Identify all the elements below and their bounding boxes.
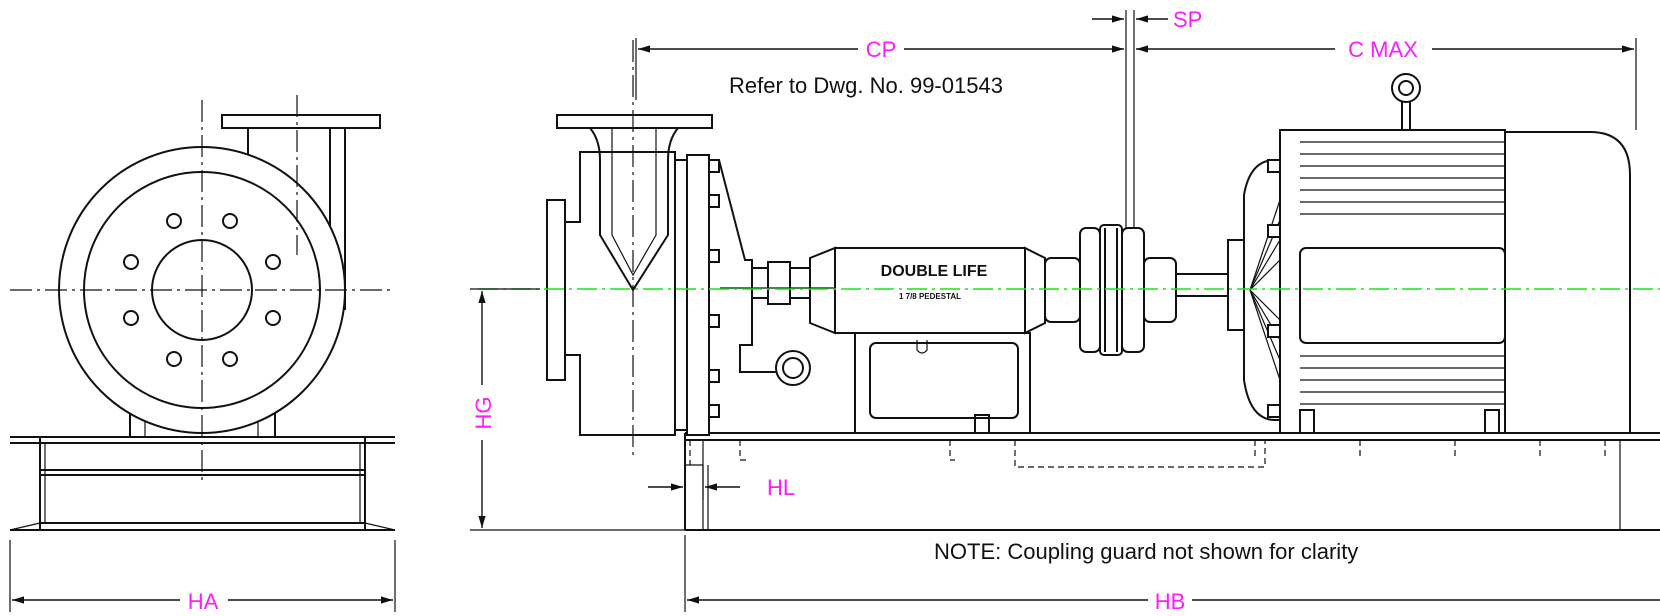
flange-bolts xyxy=(708,159,720,418)
adapter-window xyxy=(775,350,811,386)
bolt-hole xyxy=(265,254,281,270)
pedestal-name: DOUBLE LIFE xyxy=(881,263,988,280)
bolt-hole xyxy=(265,310,281,326)
dimension-hl: HL xyxy=(648,440,795,500)
coupling xyxy=(1044,224,1177,356)
coupling-hub-right xyxy=(1121,227,1145,353)
suction-flange-side xyxy=(546,199,566,381)
motor-fan-cover xyxy=(1243,159,1281,421)
bolt-holes xyxy=(123,213,281,367)
dimension-ha: HA xyxy=(9,540,396,614)
coupling-spacer xyxy=(1099,224,1123,356)
hb-label: HB xyxy=(1155,589,1186,614)
bolt-hole xyxy=(123,310,139,326)
end-view-base xyxy=(9,436,396,531)
adapter-flange xyxy=(686,154,710,436)
ha-label: HA xyxy=(188,589,219,614)
motor-conduit-box xyxy=(1299,247,1506,344)
baseplate xyxy=(684,432,1660,531)
cp-label: CP xyxy=(866,37,897,62)
coupling-note: NOTE: Coupling guard not shown for clari… xyxy=(934,539,1358,564)
bolt-hole xyxy=(166,351,182,367)
lifting-eye xyxy=(1391,73,1421,130)
hl-label: HL xyxy=(767,475,795,500)
pedestal-size: 1 7/8 PEDESTAL xyxy=(899,292,961,301)
discharge-flange xyxy=(556,114,713,129)
reference-note: Refer to Dwg. No. 99-01543 xyxy=(729,73,1003,98)
bolt-hole xyxy=(123,254,139,270)
motor-cooling-fins xyxy=(1300,141,1505,405)
dimension-c-max: C MAX xyxy=(1136,37,1637,130)
seal-housing xyxy=(720,261,835,305)
fan-cover-slots xyxy=(1249,199,1281,381)
dimension-hg: HG xyxy=(470,288,685,531)
dimension-cp: CP xyxy=(635,37,1124,100)
sp-label: SP xyxy=(1173,7,1202,32)
bolt-hole xyxy=(222,351,238,367)
dimension-sp: SP xyxy=(1092,7,1202,228)
bolt-hole xyxy=(222,213,238,229)
motor xyxy=(1175,73,1631,434)
end-view: HA xyxy=(9,95,396,614)
bearing-pedestal: DOUBLE LIFE 1 7/8 PEDESTAL xyxy=(809,246,1046,434)
pedestal-stand xyxy=(854,332,1031,434)
pedestal-housing xyxy=(834,247,1026,334)
bolt-hole xyxy=(166,213,182,229)
motor-shaft xyxy=(1175,273,1229,297)
pump-casing xyxy=(546,114,811,436)
dimension-hb: HB xyxy=(684,535,1660,614)
side-view: DOUBLE LIFE 1 7/8 PEDESTAL xyxy=(470,7,1660,614)
hg-label: HG xyxy=(471,397,496,430)
coupling-hub-left xyxy=(1079,227,1101,353)
c-max-label: C MAX xyxy=(1348,37,1418,62)
